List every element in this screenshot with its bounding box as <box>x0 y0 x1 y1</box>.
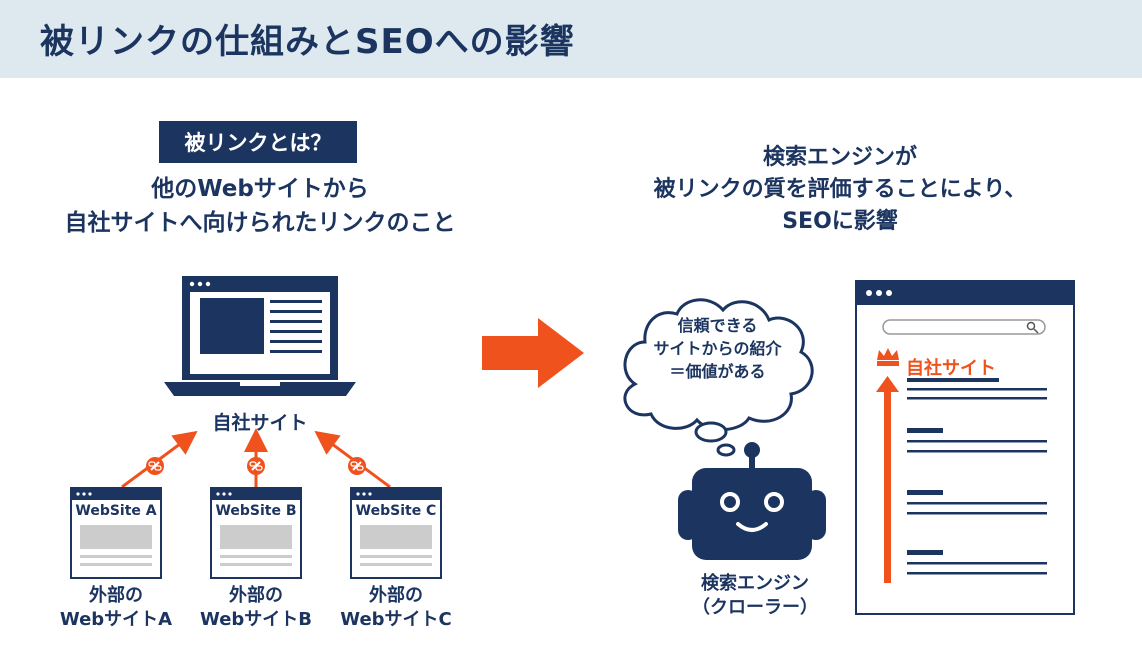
page-title: 被リンクの仕組みとSEOへの影響 <box>40 22 575 62</box>
ranking-up-arrow <box>876 376 899 583</box>
browser-window-icon <box>350 487 442 579</box>
definition-line-1: 他のWebサイトから <box>151 176 369 202</box>
robot-crawler-icon <box>678 442 826 560</box>
backlink-arrows <box>121 428 391 489</box>
caption-line-2: WebサイトC <box>340 609 452 630</box>
site-box-label: WebSite C <box>355 503 437 519</box>
crown-icon <box>877 348 899 366</box>
external-site-a-caption: 外部の WebサイトA <box>56 584 176 632</box>
search-icon <box>1026 321 1039 334</box>
definition-line-2: 自社サイトへ向けられたリンクのこと <box>64 210 456 236</box>
search-results-window <box>855 280 1075 615</box>
link-chain-icon <box>348 457 366 475</box>
caption-line-2: WebサイトA <box>59 609 173 630</box>
caption-line-1: 外部の <box>89 585 143 606</box>
link-chain-icon <box>146 457 164 475</box>
right-heading-line-2: 被リンクの質を評価することにより、 <box>653 177 1027 202</box>
flow-arrow-icon <box>482 318 584 388</box>
robot-label-line-2: （クローラー） <box>692 597 818 618</box>
browser-window-icon <box>210 487 302 579</box>
site-box-label: WebSite A <box>75 503 157 519</box>
link-chain-icon <box>247 457 265 475</box>
caption-line-2: WebサイトB <box>199 609 313 630</box>
right-heading-line-3: SEOに影響 <box>782 209 898 234</box>
site-box-label: WebSite B <box>215 503 297 519</box>
thought-bubble <box>623 298 814 457</box>
own-site-label: 自社サイト <box>212 412 308 434</box>
ranking-top-label: 自社サイト <box>906 358 996 379</box>
browser-window-icon <box>70 487 162 579</box>
header-bar: 被リンクの仕組みとSEOへの影響 <box>0 0 1142 78</box>
robot-label: 検索エンジン （クローラー） <box>660 572 850 620</box>
bubble-text: 信頼できる サイトからの紹介 ＝価値がある <box>625 314 810 383</box>
laptop-icon <box>164 276 356 396</box>
definition-badge: 被リンクとは？ <box>159 121 357 163</box>
external-site-b-caption: 外部の WebサイトB <box>196 584 316 632</box>
definition-text: 他のWebサイトから 自社サイトへ向けられたリンクのこと <box>60 172 460 240</box>
bubble-line-1: 信頼できる <box>677 316 758 335</box>
bubble-line-3: ＝価値がある <box>669 362 766 381</box>
right-heading: 検索エンジンが 被リンクの質を評価することにより、 SEOに影響 <box>650 142 1030 238</box>
caption-line-1: 外部の <box>229 585 283 606</box>
caption-line-1: 外部の <box>369 585 423 606</box>
right-heading-line-1: 検索エンジンが <box>762 145 917 170</box>
external-site-c-caption: 外部の WebサイトC <box>336 584 456 632</box>
bubble-line-2: サイトからの紹介 <box>653 339 782 358</box>
robot-label-line-1: 検索エンジン <box>701 573 809 594</box>
